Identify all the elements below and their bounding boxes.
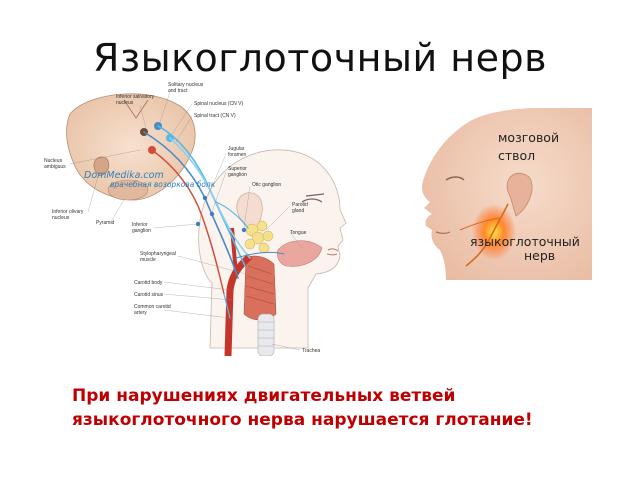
parotid-gland-shape — [244, 220, 274, 254]
label-spinal-tract: Spinal tract (CN V) — [194, 113, 236, 119]
muscle-striations — [245, 265, 275, 305]
profile-head — [422, 108, 592, 280]
label-common-carotid-artery: Common carotid artery — [134, 304, 172, 316]
label-otic-ganglion: Otic ganglion — [252, 182, 281, 188]
label-superior-ganglion: Superior ganglion — [228, 166, 248, 178]
pharyngeal-muscle — [243, 255, 277, 321]
label-solitary-nucleus: Solitary nucleus and tract — [168, 82, 205, 94]
trachea-shape — [257, 313, 275, 356]
slide-caption: При нарушениях двигательных ветвей языко… — [72, 384, 612, 432]
eye — [301, 193, 325, 203]
label-nucleus-ambiguus: Nucleus ambiguus — [44, 158, 66, 170]
label-carotid-sinus: Carotid sinus — [134, 292, 164, 298]
label-jugular-foramen: Jugular foramen — [228, 146, 247, 158]
lips — [326, 248, 339, 256]
profile-ear — [506, 172, 533, 217]
label-brainstem-line-2: ствол — [498, 148, 535, 163]
slide-title: Языкоглоточный нерв — [92, 36, 547, 80]
label-tongue: Tongue — [290, 230, 307, 236]
trachea-rings — [258, 321, 274, 347]
olivary-nucleus — [93, 156, 110, 177]
label-nerve-line-2: нерв — [524, 248, 555, 263]
label-inferior-olivary-nucleus: Inferior olivary nucleus — [52, 209, 85, 221]
head-profile-diagram: мозговой ствол языкоглоточный нерв — [422, 108, 592, 280]
label-inferior-ganglion: Inferior ganglion — [132, 222, 151, 234]
label-nerve-line-1: языкоглоточный — [470, 234, 580, 249]
nerve-highlight-glow — [472, 204, 516, 260]
label-pyramid: Pyramid — [96, 220, 115, 226]
label-parotid-gland: Parotid gland — [292, 202, 309, 214]
caption-line-2: языкоглоточного нерва нарушается глотани… — [72, 410, 533, 430]
fourth-ventricle — [123, 99, 149, 119]
profile-eye — [445, 176, 465, 181]
watermark-line-1: DomMedika.com — [84, 170, 164, 181]
label-inferior-salivatory-nucleus: Inferior salivatory nucleus — [116, 94, 155, 106]
label-brainstem-line-1: мозговой — [498, 130, 559, 145]
watermark-line-2: врачебная возоркова болк — [110, 180, 216, 189]
nerve-branch — [459, 217, 501, 231]
nerve-path — [465, 203, 509, 267]
profile-mouth — [435, 231, 451, 235]
label-trachea: Trachea — [302, 348, 320, 354]
tongue-shape — [277, 240, 323, 267]
internal-carotid — [230, 227, 238, 275]
caption-line-1: При нарушениях двигательных ветвей — [72, 386, 456, 406]
label-carotid-body: Carotid body — [134, 280, 163, 286]
label-stylopharyngeal-muscle: Stylopharyngeal muscle — [140, 251, 177, 263]
pyramid-shape — [107, 179, 149, 201]
leader-lines — [69, 91, 303, 351]
anatomy-diagram-glossopharyngeal: DomMedika.com врачебная возоркова болк I… — [44, 82, 347, 356]
label-spinal-nucleus: Spinal nucleus (CN V) — [194, 101, 244, 107]
